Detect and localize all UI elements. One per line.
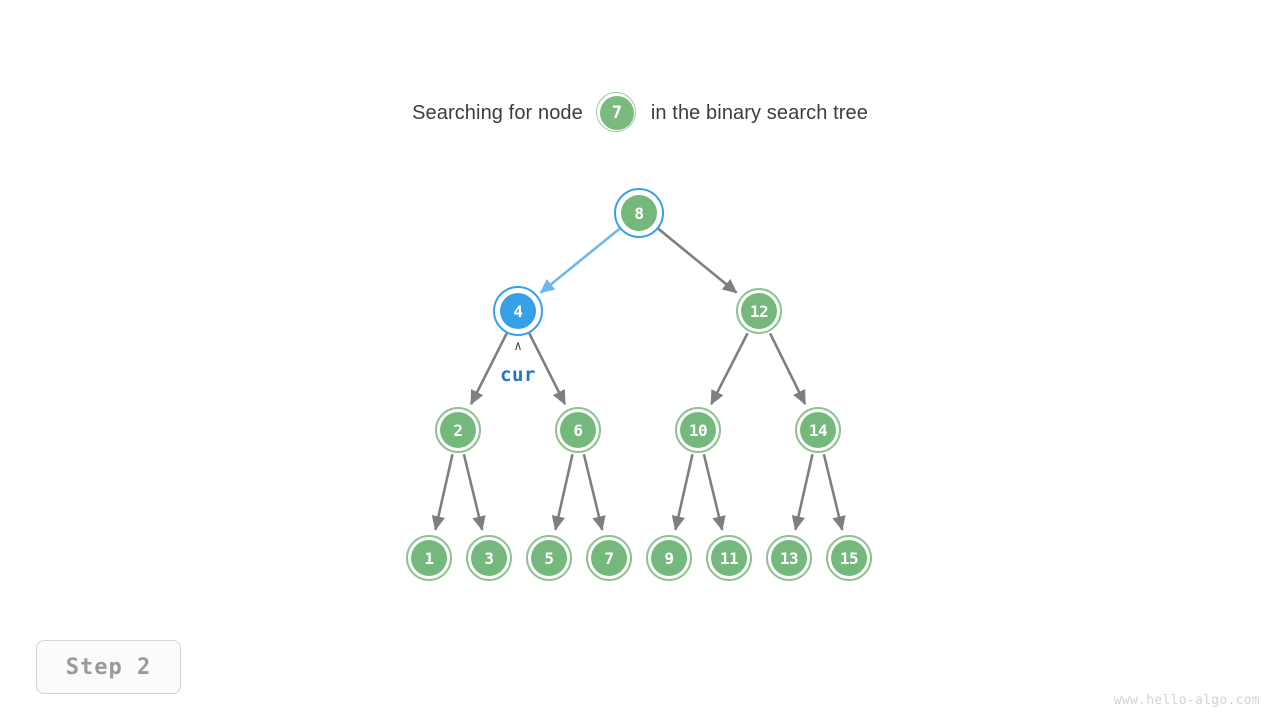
tree-node-value: 6 (560, 412, 596, 448)
tree-node-8: 8 (614, 188, 664, 238)
tree-node-12: 12 (736, 288, 782, 334)
tree-node-5: 5 (526, 535, 572, 581)
tree-node-ring (526, 535, 572, 581)
tree-node-ring (706, 535, 752, 581)
tree-node-value: 11 (711, 540, 747, 576)
tree-node-value: 12 (741, 293, 777, 329)
tree-node-11: 11 (706, 535, 752, 581)
tree-node-14: 14 (795, 407, 841, 453)
watermark: www.hello-algo.com (1113, 693, 1260, 708)
tree-node-value: 10 (680, 412, 716, 448)
tree-node-ring (614, 188, 664, 238)
tree-node-value: 8 (621, 195, 657, 231)
title-target-node-value: 7 (599, 96, 634, 130)
tree-node-inner-ring (617, 191, 661, 235)
tree-node-ring (736, 288, 782, 334)
tree-node-4: 4 (493, 286, 543, 336)
caret-up-icon: ∧ (514, 339, 522, 354)
tree-node-1: 1 (406, 535, 452, 581)
tree-node-9: 9 (646, 535, 692, 581)
tree-node-10: 10 (675, 407, 721, 453)
tree-node-13: 13 (766, 535, 812, 581)
tree-node-15: 15 (826, 535, 872, 581)
tree-node-value: 7 (591, 540, 627, 576)
page-title: Searching for node 7 in the binary searc… (0, 92, 1280, 134)
title-suffix: in the binary search tree (650, 101, 868, 124)
tree-node-ring (435, 407, 481, 453)
title-target-node-ring (595, 92, 636, 132)
tree-node-ring (466, 535, 512, 581)
tree-node-ring (493, 286, 543, 336)
tree-node-value: 1 (411, 540, 447, 576)
tree-node-ring (406, 535, 452, 581)
tree-node-ring (646, 535, 692, 581)
step-badge: Step 2 (36, 640, 181, 694)
tree-node-ring (586, 535, 632, 581)
tree-node-ring (675, 407, 721, 453)
tree-node-value: 14 (800, 412, 836, 448)
tree-node-ring (555, 407, 601, 453)
tree-node-7: 7 (586, 535, 632, 581)
cur-label: cur (500, 364, 536, 386)
tree-node-value: 9 (651, 540, 687, 576)
tree-node-2: 2 (435, 407, 481, 453)
tree-node-value: 5 (531, 540, 567, 576)
tree-node-ring (766, 535, 812, 581)
tree-node-value: 3 (471, 540, 507, 576)
tree-node-3: 3 (466, 535, 512, 581)
tree-node-value: 15 (831, 540, 867, 576)
tree-node-ring (795, 407, 841, 453)
tree-node-value: 4 (500, 293, 536, 329)
tree-node-value: 13 (771, 540, 807, 576)
title-prefix: Searching for node (412, 101, 583, 124)
tree-node-inner-ring (496, 289, 540, 333)
tree-node-ring (826, 535, 872, 581)
tree-node-6: 6 (555, 407, 601, 453)
tree-node-value: 2 (440, 412, 476, 448)
title-target-node: 7 (595, 92, 638, 134)
